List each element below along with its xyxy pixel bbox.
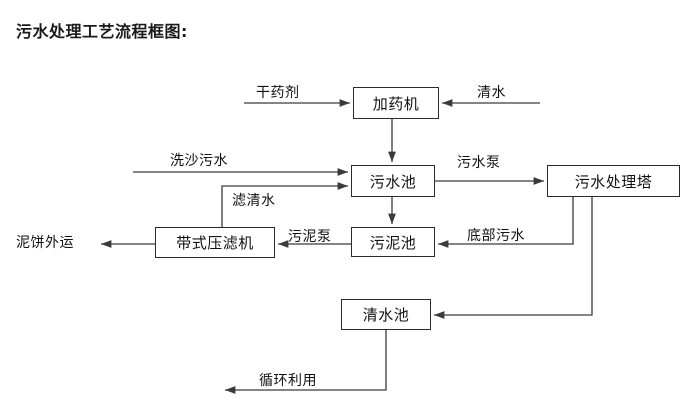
edge-label-sewage-pump: 污水泵: [457, 155, 501, 171]
edge-label-sludge-pump: 污泥泵: [288, 229, 332, 245]
edge-beltpress-to-wastepool: [221, 182, 348, 227]
node-wastewater-pool[interactable]: 污水池: [351, 165, 435, 197]
terminal-label-mud-cake-out: 泥饼外运: [16, 235, 74, 251]
edge-label-bottom-sewage: 底部污水: [467, 228, 525, 244]
node-label: 污泥池: [369, 233, 417, 252]
edge-cleanpool-recycle: [225, 330, 387, 394]
edge-label-clean-water: 清水: [477, 85, 506, 101]
edge-label-filtrate-water: 滤清水: [232, 193, 276, 209]
node-label: 加药机: [372, 94, 420, 113]
page-title: 污水处理工艺流程框图:: [16, 22, 188, 41]
node-treatment-tower[interactable]: 污水处理塔: [547, 165, 680, 197]
node-label: 污水池: [369, 172, 417, 191]
node-sludge-pool[interactable]: 污泥池: [351, 227, 435, 257]
edge-tower-to-cleanpool: [434, 197, 593, 319]
node-label: 污水处理塔: [574, 172, 653, 191]
edge-tower-to-sludgepool: [438, 197, 574, 248]
node-belt-filter-press[interactable]: 带式压滤机: [155, 227, 275, 258]
node-clean-water-pool[interactable]: 清水池: [341, 299, 431, 330]
edge-label-sand-wash-water: 洗沙污水: [170, 153, 228, 169]
node-dosing-machine[interactable]: 加药机: [353, 87, 439, 119]
node-label: 清水池: [362, 306, 410, 324]
edge-label-dry-agent: 干药剂: [256, 85, 300, 101]
node-label: 带式压滤机: [176, 234, 254, 252]
edge-label-recycle-use: 循环利用: [259, 373, 317, 389]
